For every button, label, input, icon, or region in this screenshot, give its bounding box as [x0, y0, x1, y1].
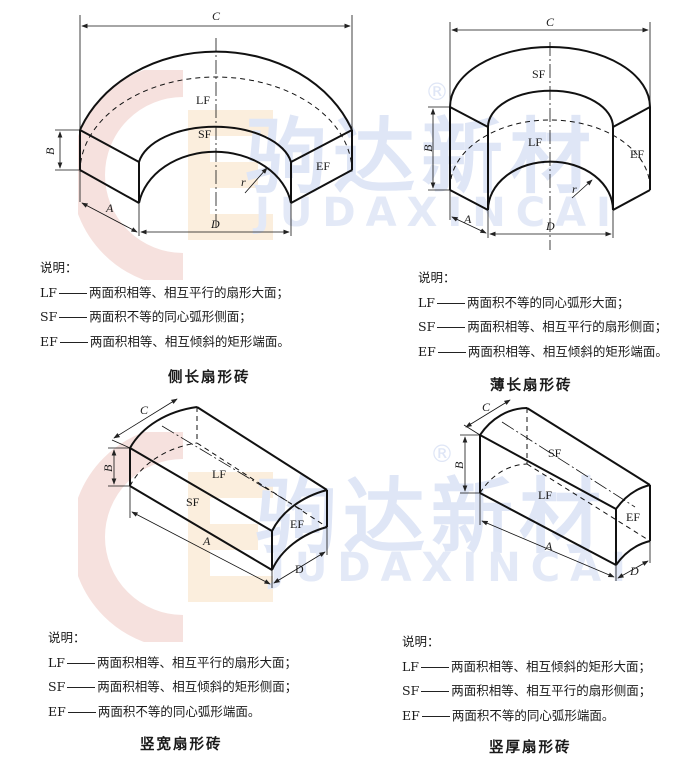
face-label-ef: EF	[630, 147, 644, 161]
notes-heading: 说明：	[402, 634, 440, 649]
face-label-lf: LF	[212, 467, 226, 481]
face-label-sf: SF	[198, 127, 212, 141]
figure-title-vertical-thick: 竖厚扇形砖	[489, 740, 572, 756]
dim-label-a: A	[105, 201, 114, 215]
face-label-lf: LF	[538, 488, 552, 502]
face-label-ef: EF	[290, 517, 304, 531]
dim-label-a: A	[544, 539, 553, 553]
figure-title-vertical-wide: 竖宽扇形砖	[140, 737, 223, 753]
notes-heading: 说明：	[40, 260, 78, 275]
dim-label-c: C	[140, 403, 149, 417]
figure-title-thin-long: 薄长扇形砖	[490, 378, 573, 394]
dim-label-r: r	[241, 175, 246, 189]
dim-label-d: D	[545, 219, 555, 233]
figure-vertical-thick-brick: C B A D SF LF EF	[452, 399, 651, 581]
face-label-sf: SF	[532, 67, 546, 81]
dim-label-a: A	[202, 534, 211, 548]
dim-label-b: B	[421, 144, 435, 152]
face-label-sf: SF	[548, 446, 562, 460]
figure-title-side-long: 侧长扇形砖	[168, 370, 251, 386]
dim-label-b: B	[452, 461, 466, 469]
face-label-ef: EF	[316, 159, 330, 173]
dim-label-d: D	[295, 562, 304, 576]
face-label-lf: LF	[196, 93, 210, 107]
dim-label-a: A	[463, 212, 472, 226]
figure-thin-long-brick: C B A D r SF LF EF	[421, 15, 651, 250]
face-label-sf: SF	[186, 495, 200, 509]
notes-heading: 说明：	[418, 270, 456, 285]
dim-label-c: C	[212, 9, 221, 23]
dim-label-b: B	[43, 147, 57, 155]
dim-label-d: D	[629, 564, 639, 578]
dim-label-b: B	[101, 464, 115, 472]
face-label-lf: LF	[528, 135, 542, 149]
face-label-ef: EF	[626, 510, 640, 524]
notes-heading: 说明：	[48, 630, 86, 645]
dim-label-c: C	[546, 15, 555, 29]
figure-side-long-brick: C B A D r LF SF EF	[43, 9, 353, 236]
dim-label-c: C	[482, 400, 491, 414]
dim-label-d: D	[210, 217, 220, 231]
figure-vertical-wide-brick: C B A D LF SF EF	[101, 398, 328, 588]
dim-label-r: r	[572, 182, 577, 196]
